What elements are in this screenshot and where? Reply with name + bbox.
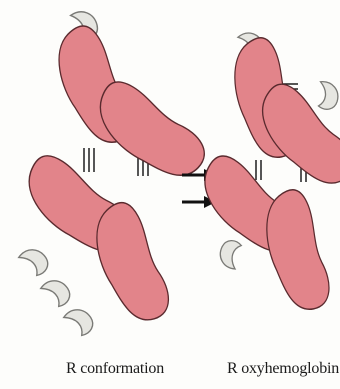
right-assembly [192, 28, 340, 312]
diagram-canvas [0, 0, 340, 360]
free-heme-3 [63, 304, 97, 339]
free-heme-1 [18, 244, 52, 279]
caption-r-conformation: R conformation [40, 360, 190, 378]
subunit-bottom-right [91, 197, 172, 326]
caption-r-oxyhemoglobin: R oxyhemoglobin [208, 360, 340, 378]
left-assembly [15, 7, 213, 338]
subunit-right-bottom-right [264, 188, 330, 312]
heme-right-lower [216, 238, 244, 270]
free-heme-2 [40, 275, 74, 310]
heme-right-upper [316, 81, 340, 111]
